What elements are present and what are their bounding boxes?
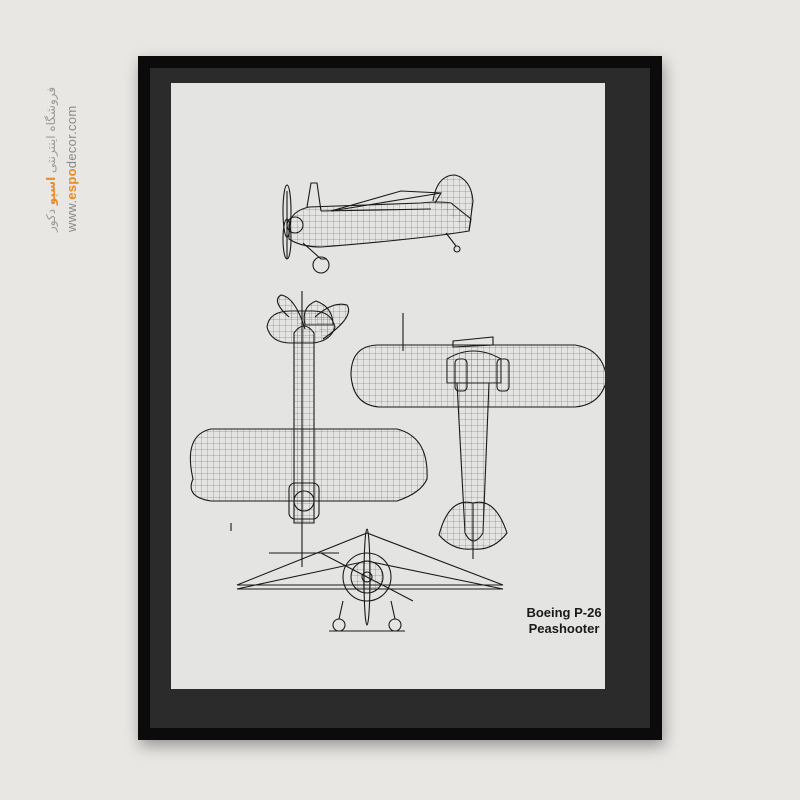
artwork-title-line-1: Boeing P-26: [519, 605, 609, 621]
top-view: [190, 291, 427, 567]
airplane-blueprint-drawing: [171, 83, 605, 689]
store-watermark: www.espodecor.com فروشگاه اینترنتی اسپو …: [22, 60, 82, 240]
side-view: [283, 175, 473, 273]
blueprint-print: Boeing P-26 Peashooter: [171, 83, 605, 689]
store-name: فروشگاه اینترنتی اسپو دکور: [44, 87, 58, 232]
artwork-title-line-2: Peashooter: [519, 621, 609, 637]
store-url: www.espodecor.com: [64, 106, 79, 233]
picture-frame: Boeing P-26 Peashooter: [138, 56, 662, 740]
artwork-title: Boeing P-26 Peashooter: [519, 605, 609, 637]
